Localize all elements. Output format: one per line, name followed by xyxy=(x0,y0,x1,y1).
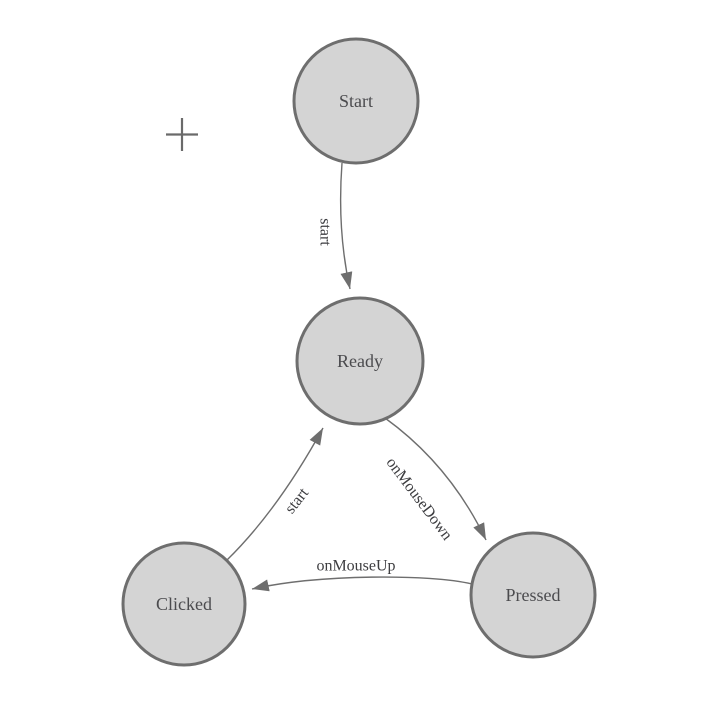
edge-label-clicked-to-ready: start xyxy=(282,484,313,517)
state-node-ready[interactable]: Ready xyxy=(295,296,425,426)
state-node-start[interactable]: Start xyxy=(292,37,420,165)
edge-label-start-to-ready: start xyxy=(317,218,334,246)
edge-pressed-to-clicked[interactable] xyxy=(251,576,473,592)
edge-label-pressed-to-clicked: onMouseUp xyxy=(316,558,395,575)
edge-ready-to-pressed[interactable] xyxy=(384,417,487,541)
state-node-pressed[interactable]: Pressed xyxy=(469,531,597,659)
state-node-clicked[interactable]: Clicked xyxy=(121,541,247,667)
edge-label-ready-to-pressed: onMouseDown xyxy=(383,454,456,543)
plus-crosshair-icon xyxy=(166,118,198,151)
state-node-ready-circle[interactable] xyxy=(295,296,425,426)
edge-start-to-ready[interactable] xyxy=(339,162,353,290)
state-node-clicked-circle[interactable] xyxy=(121,541,247,667)
state-node-start-circle[interactable] xyxy=(292,37,420,165)
edge-clicked-to-ready[interactable] xyxy=(226,427,324,561)
state-node-pressed-circle[interactable] xyxy=(469,531,597,659)
